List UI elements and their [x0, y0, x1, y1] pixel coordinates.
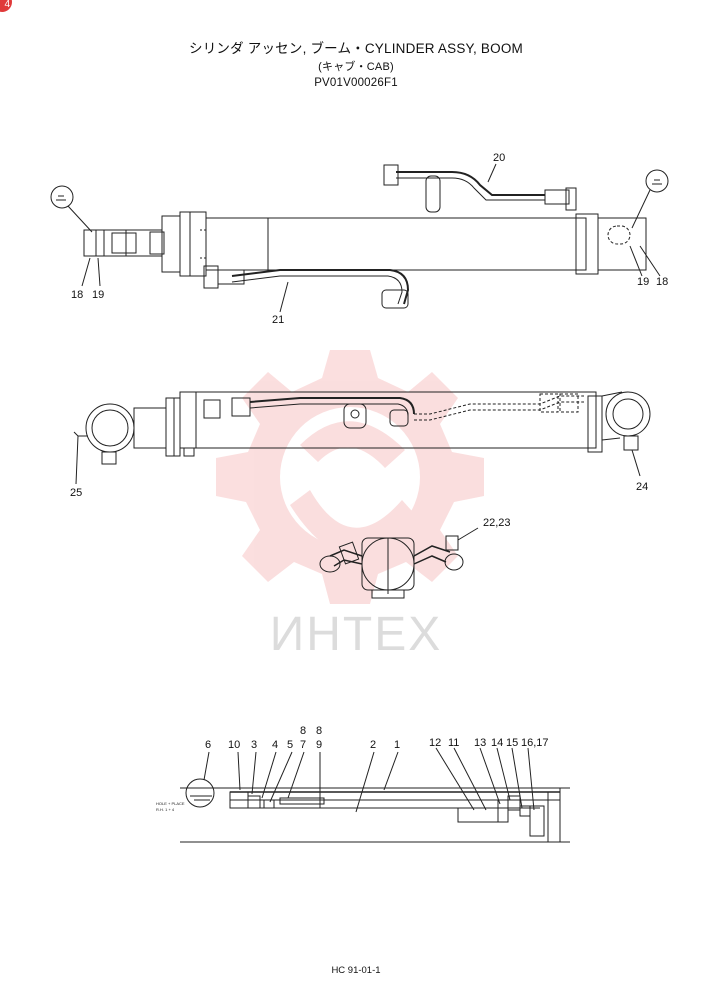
- watermark-gear-logo: [216, 350, 484, 604]
- callout-20: 20: [493, 152, 505, 164]
- view1-cylinder: [50, 163, 669, 313]
- hose-21: [231, 269, 410, 305]
- detail-circle-right: [645, 169, 669, 193]
- grease-fitting-right: [623, 435, 639, 451]
- callout-5: 5: [287, 739, 293, 751]
- callout-7: 7: [300, 739, 306, 751]
- callout-24: 24: [636, 481, 648, 493]
- callout-18-right: 18: [656, 276, 668, 288]
- gland-flange: [179, 211, 207, 277]
- callout-11: 11: [448, 737, 459, 749]
- callout-10: 10: [228, 739, 240, 751]
- view3-end-view: [319, 527, 479, 599]
- callout-12: 12: [429, 737, 441, 749]
- sheet-number: HC 91-01-1: [331, 965, 381, 976]
- head-end-block: [575, 213, 599, 275]
- watermark-gear-swirl: [290, 421, 420, 557]
- hose-20: [396, 171, 545, 196]
- end-view-base: [371, 589, 405, 599]
- section-bushing: [279, 797, 325, 805]
- rod-eye-left: [85, 403, 135, 453]
- side-tube: [179, 391, 597, 449]
- side-hose: [249, 397, 415, 415]
- callout-8-a: 8: [300, 725, 306, 737]
- section-detail-circle: [185, 778, 215, 808]
- hose-20-fitting-b: [544, 189, 570, 205]
- callout-6: 6: [205, 739, 211, 751]
- section-hole-note: HOLE + PLACE: [156, 801, 185, 806]
- detail-circle-left: [50, 185, 74, 209]
- end-view-hose-right: [413, 545, 451, 565]
- hose-20-fitting-a: [383, 164, 399, 186]
- callout-15: 15: [506, 737, 518, 749]
- callout-19-left: 19: [92, 289, 104, 301]
- side-hose-fitting-a: [203, 399, 221, 419]
- rod-end-nut: [111, 232, 137, 254]
- section-callouts: 6 10 3 4 5 7 8 8 9 2 1 12 11 13 14 15 16…: [205, 725, 549, 751]
- side-hose-fitting-b: [231, 397, 251, 417]
- callout-16-17: 16,17: [521, 737, 549, 749]
- callout-19-right: 19: [637, 276, 649, 288]
- hose-20-clamp: [425, 175, 441, 213]
- drawing-title: シリンダ アッセン, ブーム・CYLINDER ASSY, BOOM: [189, 41, 523, 56]
- cylinder-tube: [205, 217, 587, 271]
- callout-8-b: 8: [316, 725, 322, 737]
- view1-callouts: 20 21 18 19 19 18: [71, 152, 668, 326]
- rod-eye-neck: [133, 407, 167, 449]
- callout-21: 21: [272, 314, 284, 326]
- end-view-elbow-right: [444, 553, 464, 571]
- callout-2: 2: [370, 739, 376, 751]
- callout-1: 1: [394, 739, 400, 751]
- hose-21-elbow: [381, 289, 409, 309]
- grease-fitting-left: [101, 451, 117, 465]
- clevis-pin-hidden: [607, 225, 631, 245]
- callout-4: 4: [272, 739, 278, 751]
- callout-9: 9: [316, 739, 322, 751]
- callout-3: 3: [251, 739, 257, 751]
- callout-14: 14: [491, 737, 503, 749]
- end-view-elbow-left: [319, 555, 341, 573]
- callout-25: 25: [70, 487, 82, 499]
- view2-cylinder: [73, 391, 651, 485]
- part-code: PV01V00026F1: [314, 77, 398, 89]
- section-piston: [457, 807, 499, 823]
- drawing-subtitle: (キャブ・CAB): [318, 61, 394, 73]
- gland-left: [161, 215, 181, 273]
- page-badge: 4: [0, 0, 12, 12]
- section-hole-note-2: R.H. 1 + 4: [156, 807, 175, 812]
- callout-18-left: 18: [71, 289, 83, 301]
- side-hose-hidden: [414, 395, 584, 421]
- callout-13: 13: [474, 737, 486, 749]
- section-view: HOLE + PLACE R.H. 1 + 4: [156, 747, 570, 843]
- view3-callouts: 22,23: [483, 517, 511, 529]
- clevis-right: [597, 217, 647, 271]
- side-hose-clamp: [343, 403, 367, 429]
- view2-callouts: 25 24: [70, 481, 648, 499]
- watermark-text: ИНТЕХ: [270, 608, 443, 661]
- section-piston-nut: [529, 805, 545, 837]
- callout-22-23: 22,23: [483, 517, 511, 529]
